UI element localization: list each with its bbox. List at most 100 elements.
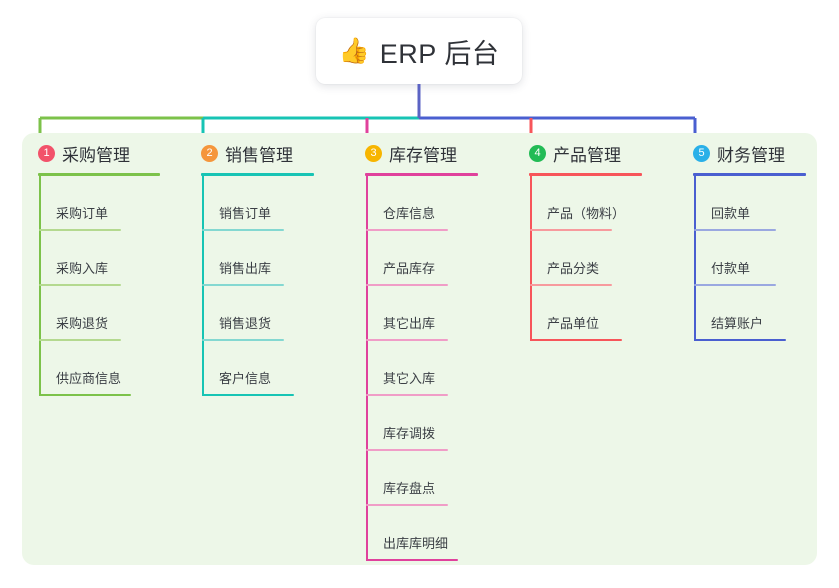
leaf-item[interactable]: 库存调拨 [349,396,509,451]
leaf-label: 采购退货 [56,316,109,331]
leaf-label: 销售退货 [219,316,272,331]
leaf-rule [202,229,284,231]
leaf-label: 仓库信息 [383,206,436,221]
leaf-rule [366,394,448,396]
leaf-label: 采购入库 [56,261,109,276]
leaf-label: 出库库明细 [383,536,449,551]
leaf-item[interactable]: 库存盘点 [349,451,509,506]
leaf-label: 产品分类 [547,261,600,276]
leaf-rule [530,229,612,231]
leaf-label: 库存盘点 [383,481,436,496]
leaf-label: 其它出库 [383,316,436,331]
leaf-item[interactable]: 客户信息 [185,341,345,396]
leaf-rule [366,229,448,231]
leaf-rule [694,284,776,286]
leaf-item[interactable]: 销售出库 [185,231,345,286]
leaf-item[interactable]: 其它出库 [349,286,509,341]
leaf-rule [366,449,448,451]
column-badge: 1 [38,144,55,162]
column-badge: 2 [201,144,218,162]
leaf-item[interactable]: 产品库存 [349,231,509,286]
leaf-item[interactable]: 产品分类 [513,231,673,286]
column-title: 产品管理 [553,145,621,165]
leaf-list: 采购订单采购入库采购退货供应商信息 [22,176,182,396]
leaf-rule [39,284,121,286]
leaf-list: 回款单付款单结算账户 [677,176,837,341]
column-badge: 3 [365,144,382,162]
leaf-rule [366,339,448,341]
leaf-item[interactable]: 付款单 [677,231,837,286]
leaf-label: 销售出库 [219,261,272,276]
leaf-rule [202,394,294,396]
column-2: 2 销售管理销售订单销售出库销售退货客户信息 [185,140,314,396]
column-header-2[interactable]: 2 销售管理 [185,140,293,166]
leaf-label: 销售订单 [219,206,272,221]
leaf-item[interactable]: 销售退货 [185,286,345,341]
leaf-rule [530,284,612,286]
leaf-label: 客户信息 [219,371,272,386]
leaf-item[interactable]: 其它入库 [349,341,509,396]
column-header-rule [365,173,478,176]
column-header-5[interactable]: 5 财务管理 [677,140,785,166]
column-4: 4 产品管理产品（物料） 产品分类产品单位 [513,140,642,341]
leaf-list: 销售订单销售出库销售退货客户信息 [185,176,345,396]
leaf-item[interactable]: 回款单 [677,176,837,231]
leaf-label: 采购订单 [56,206,109,221]
leaf-rule [694,339,786,341]
leaf-label: 库存调拨 [383,426,436,441]
column-header-3[interactable]: 3 库存管理 [349,140,457,166]
column-title: 库存管理 [389,145,457,165]
leaf-rule [694,229,776,231]
leaf-rule [530,339,622,341]
column-header-rule [38,173,160,176]
leaf-item[interactable]: 出库库明细 [349,506,509,561]
leaf-rule [202,339,284,341]
leaf-label: 产品库存 [383,261,436,276]
column-title: 采购管理 [62,145,130,165]
leaf-item[interactable]: 采购入库 [22,231,182,286]
leaf-list: 仓库信息产品库存其它出库其它入库库存调拨库存盘点出库库明细 [349,176,509,561]
leaf-rule [366,559,458,561]
leaf-item[interactable]: 仓库信息 [349,176,509,231]
leaf-item[interactable]: 采购退货 [22,286,182,341]
column-header-1[interactable]: 1 采购管理 [22,140,130,166]
leaf-rule [39,229,121,231]
column-spine [530,173,532,341]
leaf-label: 供应商信息 [56,371,122,386]
leaf-label: 回款单 [711,206,751,221]
column-1: 1 采购管理采购订单采购入库采购退货供应商信息 [22,140,160,396]
column-title: 销售管理 [225,145,293,165]
column-header-4[interactable]: 4 产品管理 [513,140,621,166]
leaf-label: 付款单 [711,261,751,276]
root-title: ERP 后台 [379,38,500,69]
column-badge: 5 [693,144,710,162]
column-title: 财务管理 [717,145,785,165]
leaf-rule [39,394,131,396]
column-5: 5 财务管理回款单付款单结算账户 [677,140,806,341]
column-spine [694,173,696,341]
leaf-label: 产品单位 [547,316,600,331]
leaf-label: 产品（物料） [547,206,626,221]
leaf-rule [39,339,121,341]
leaf-label: 结算账户 [711,316,764,331]
column-badge: 4 [529,144,546,162]
root-node[interactable]: 👍 ERP 后台 [316,18,522,84]
column-header-rule [529,173,642,176]
leaf-rule [366,284,448,286]
leaf-item[interactable]: 销售订单 [185,176,345,231]
leaf-item[interactable]: 采购订单 [22,176,182,231]
column-header-rule [201,173,314,176]
content-panel [22,133,817,565]
thumbs-up-icon: 👍 [338,36,370,65]
column-header-rule [693,173,806,176]
leaf-list: 产品（物料） 产品分类产品单位 [513,176,673,341]
leaf-rule [366,504,448,506]
leaf-label: 其它入库 [383,371,436,386]
leaf-item[interactable]: 产品单位 [513,286,673,341]
leaf-item[interactable]: 供应商信息 [22,341,182,396]
column-spine [366,173,368,561]
leaf-item[interactable]: 产品（物料） [513,176,673,231]
leaf-item[interactable]: 结算账户 [677,286,837,341]
column-3: 3 库存管理仓库信息产品库存其它出库其它入库库存调拨库存盘点出库库明细 [349,140,478,561]
